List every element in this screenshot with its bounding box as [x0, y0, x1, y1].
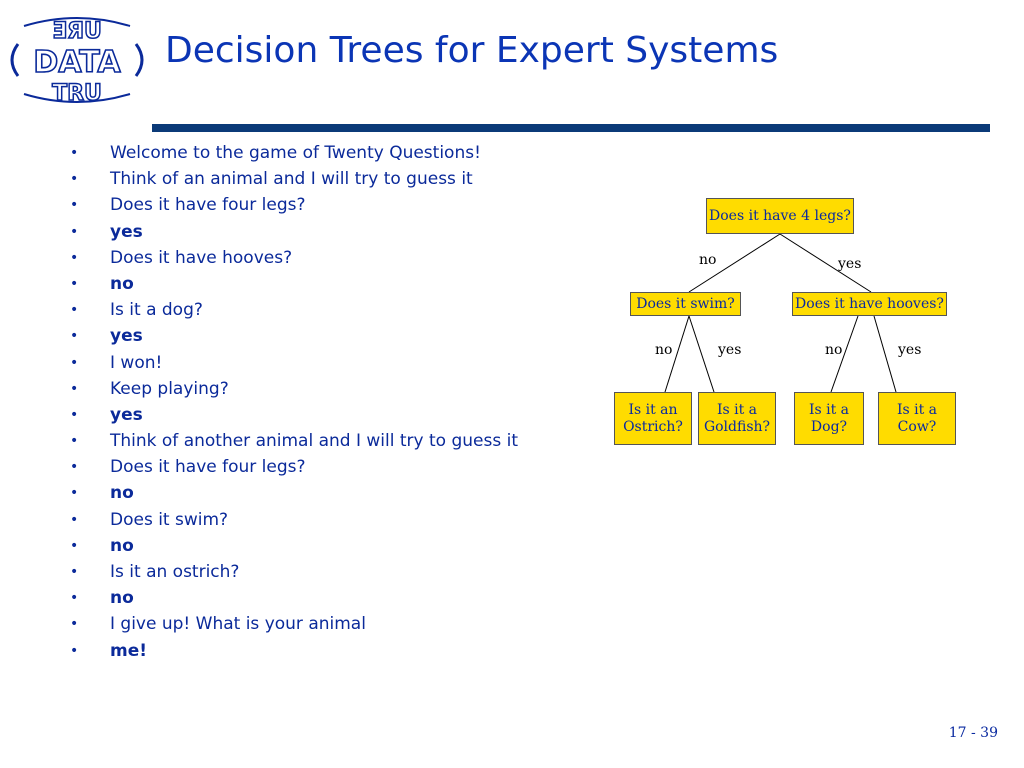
- bullet-answer: me!: [110, 640, 147, 661]
- bullet-item: • Does it have hooves?: [70, 245, 518, 271]
- bullet-dot: •: [70, 590, 79, 607]
- bullet-item: • yes: [70, 402, 518, 428]
- logo: ƎЯU DATA TRU: [4, 14, 150, 107]
- bullet-item: • Think of an animal and I will try to gu…: [70, 166, 518, 192]
- edge-root-left: [688, 233, 781, 293]
- bullet-item: • Keep playing?: [70, 376, 518, 402]
- slide-title: Decision Trees for Expert Systems: [165, 30, 779, 71]
- bullet-item: • I give up! What is your animal: [70, 611, 518, 637]
- bullet-answer: no: [110, 535, 134, 556]
- bullet-text: Does it have four legs?: [110, 457, 306, 478]
- bullet-answer: yes: [110, 404, 143, 425]
- bullet-item: • Does it have four legs?: [70, 192, 518, 218]
- bullet-answer: no: [110, 588, 134, 609]
- bullet-text: Is it a dog?: [110, 300, 203, 321]
- title-underline: [152, 124, 990, 132]
- edge-left-right: [688, 315, 715, 393]
- node-hooves: Does it have hooves?: [792, 292, 947, 316]
- bullet-answer: no: [110, 483, 134, 504]
- bullet-dot: •: [70, 197, 79, 214]
- bullet-answer: no: [110, 273, 134, 294]
- bullet-text: Does it have four legs?: [110, 195, 306, 216]
- label-swim-yes: yes: [718, 342, 742, 358]
- bullet-item: • Think of another animal and I will try …: [70, 428, 518, 454]
- bullet-dot: •: [70, 642, 79, 659]
- bullet-text: Think of an animal and I will try to gue…: [110, 169, 473, 190]
- page-number: 17 - 39: [948, 725, 998, 741]
- bullet-dot: •: [70, 564, 79, 580]
- bullet-dot: •: [70, 223, 79, 240]
- node-dog: Is it a Dog?: [794, 392, 864, 445]
- edge-root-right: [779, 233, 872, 293]
- bullet-dot: •: [70, 485, 79, 502]
- bullet-item: • I won!: [70, 350, 518, 376]
- bullet-dot: •: [70, 537, 79, 554]
- edge-right-right: [873, 315, 897, 393]
- bullet-text: Does it have hooves?: [110, 247, 293, 268]
- logo-bottom-text: TRU: [52, 81, 102, 106]
- bullet-item: • no: [70, 480, 518, 506]
- label-root-no: no: [699, 252, 717, 268]
- bullet-dot: •: [70, 433, 79, 450]
- data-logo-graphic: ƎЯU DATA TRU: [10, 17, 144, 107]
- node-cow: Is it a Cow?: [878, 392, 956, 445]
- bullet-item: • Is it a dog?: [70, 297, 518, 323]
- bullet-item: • Welcome to the game of Twenty Questions…: [70, 140, 518, 166]
- bullet-text: Welcome to the game of Twenty Questions!: [110, 143, 481, 163]
- bullet-item: • no: [70, 585, 518, 611]
- bullet-dot: •: [70, 171, 79, 188]
- tree-edges: [664, 233, 897, 393]
- label-hooves-no: no: [825, 342, 843, 358]
- bullet-dot: •: [70, 511, 79, 528]
- bullet-dot: •: [70, 275, 79, 292]
- bullet-item: • Does it have four legs?: [70, 454, 518, 480]
- edge-right-left: [830, 315, 859, 393]
- bullet-text: Does it swim?: [110, 509, 229, 530]
- node-swim: Does it swim?: [630, 292, 741, 316]
- bullet-dot: •: [70, 145, 79, 161]
- node-goldfish: Is it a Goldfish?: [698, 392, 776, 445]
- bullet-dot: •: [70, 249, 79, 266]
- bullet-item: • yes: [70, 219, 518, 245]
- bullet-item: • no: [70, 533, 518, 559]
- decision-tree-diagram: Does it have 4 legs? Does it swim? Does …: [600, 190, 980, 460]
- bullet-dot: •: [70, 380, 79, 397]
- node-root: Does it have 4 legs?: [706, 198, 854, 234]
- bullet-item: • no: [70, 271, 518, 297]
- bullet-text: I won!: [110, 352, 163, 373]
- logo-top-text: ƎЯU: [52, 19, 102, 44]
- bullet-item: • Does it swim?: [70, 507, 518, 533]
- bullet-item: • yes: [70, 323, 518, 349]
- node-ostrich: Is it an Ostrich?: [614, 392, 692, 445]
- bullet-dot: •: [70, 302, 79, 319]
- bullet-answer: yes: [110, 221, 143, 242]
- label-swim-no: no: [655, 342, 673, 358]
- bullet-text: Keep playing?: [110, 378, 229, 399]
- label-hooves-yes: yes: [898, 342, 922, 358]
- logo-middle-text: DATA: [33, 45, 121, 80]
- bullet-text: Think of another animal and I will try t…: [110, 431, 518, 452]
- bullet-answer: yes: [110, 326, 143, 347]
- bullet-text: I give up! What is your animal: [110, 614, 366, 635]
- bullet-dot: •: [70, 406, 79, 423]
- bullet-text: Is it an ostrich?: [110, 562, 240, 582]
- label-root-yes: yes: [838, 256, 862, 272]
- bullet-dot: •: [70, 328, 79, 345]
- bullet-dot: •: [70, 459, 79, 476]
- bullet-item: • Is it an ostrich?: [70, 559, 518, 585]
- bullet-dot: •: [70, 354, 79, 371]
- edge-left-left: [664, 315, 690, 393]
- bullet-dot: •: [70, 616, 79, 633]
- bullet-list: • Welcome to the game of Twenty Questions…: [70, 140, 518, 664]
- bullet-item: • me!: [70, 638, 518, 664]
